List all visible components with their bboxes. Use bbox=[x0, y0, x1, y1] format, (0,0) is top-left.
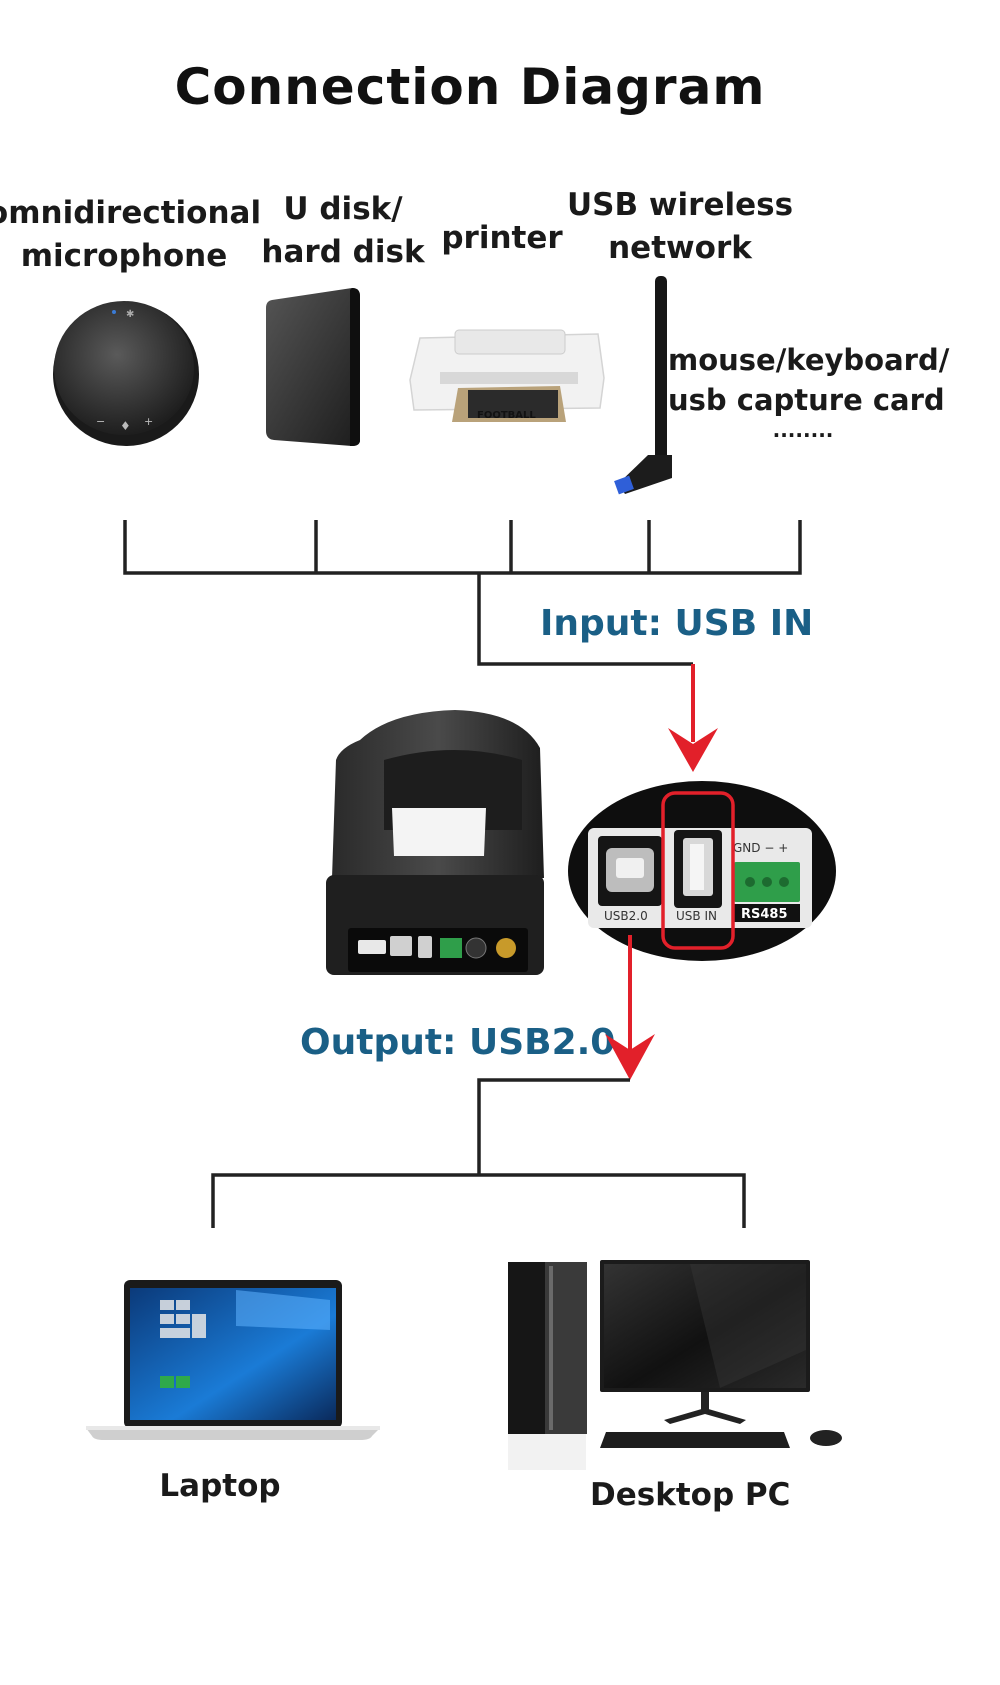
output-connector-lines bbox=[211, 1078, 746, 1228]
microphone-image: ✱ − ♦ + bbox=[53, 301, 199, 446]
input-arrow bbox=[668, 664, 718, 772]
svg-text:−: − bbox=[96, 415, 105, 428]
output-arrow bbox=[605, 935, 655, 1080]
hard-disk-image bbox=[266, 288, 360, 446]
output-label: Output: USB2.0 bbox=[300, 1022, 616, 1063]
printer-image: FOOTBALL bbox=[409, 329, 605, 422]
printer-label: printer bbox=[440, 217, 564, 260]
microphone-label: omnidirectional microphone bbox=[0, 192, 264, 278]
diagram-title: Connection Diagram bbox=[174, 58, 766, 116]
microphone-label-line1: omnidirectional bbox=[0, 195, 262, 231]
disk-label: U disk/ hard disk bbox=[258, 188, 428, 274]
microphone-label-line2: microphone bbox=[20, 238, 228, 274]
input-label: Input: USB IN bbox=[540, 603, 814, 644]
svg-text:♦: ♦ bbox=[120, 419, 131, 433]
svg-text:+: + bbox=[144, 415, 153, 428]
wireless-label-line2: network bbox=[608, 230, 752, 266]
input-connector-lines bbox=[123, 520, 802, 666]
desktop-label: Desktop PC bbox=[590, 1477, 791, 1513]
rs485-label: RS485 bbox=[741, 907, 788, 922]
laptop-label: Laptop bbox=[159, 1468, 281, 1504]
disk-label-line2: hard disk bbox=[261, 234, 425, 270]
printer-label-line1: printer bbox=[441, 220, 563, 256]
desktop-pc-image bbox=[508, 1260, 842, 1470]
other-devices-label: mouse/keyboard/ usb capture card .......… bbox=[668, 340, 950, 442]
usb-in-port-label: USB IN bbox=[676, 909, 717, 923]
usb20-port-label: USB2.0 bbox=[604, 909, 648, 923]
usb-wifi-adapter-image bbox=[614, 276, 672, 495]
wireless-label: USB wireless network bbox=[560, 184, 800, 270]
wireless-label-line1: USB wireless bbox=[566, 187, 794, 223]
svg-text:✱: ✱ bbox=[126, 309, 134, 320]
other-devices-ellipsis: ........ bbox=[772, 418, 834, 442]
laptop-image bbox=[86, 1280, 380, 1440]
disk-label-line1: U disk/ bbox=[283, 191, 403, 227]
port-closeup: USB2.0 USB IN GND − + RS485 bbox=[568, 781, 836, 961]
printer-photo-text: FOOTBALL bbox=[477, 410, 536, 421]
other-devices-line2: usb capture card bbox=[668, 383, 945, 417]
ptz-camera-image bbox=[326, 710, 544, 975]
gnd-label: GND − + bbox=[733, 841, 788, 855]
usb-in-highlight bbox=[661, 791, 735, 950]
other-devices-line1: mouse/keyboard/ bbox=[668, 343, 950, 377]
